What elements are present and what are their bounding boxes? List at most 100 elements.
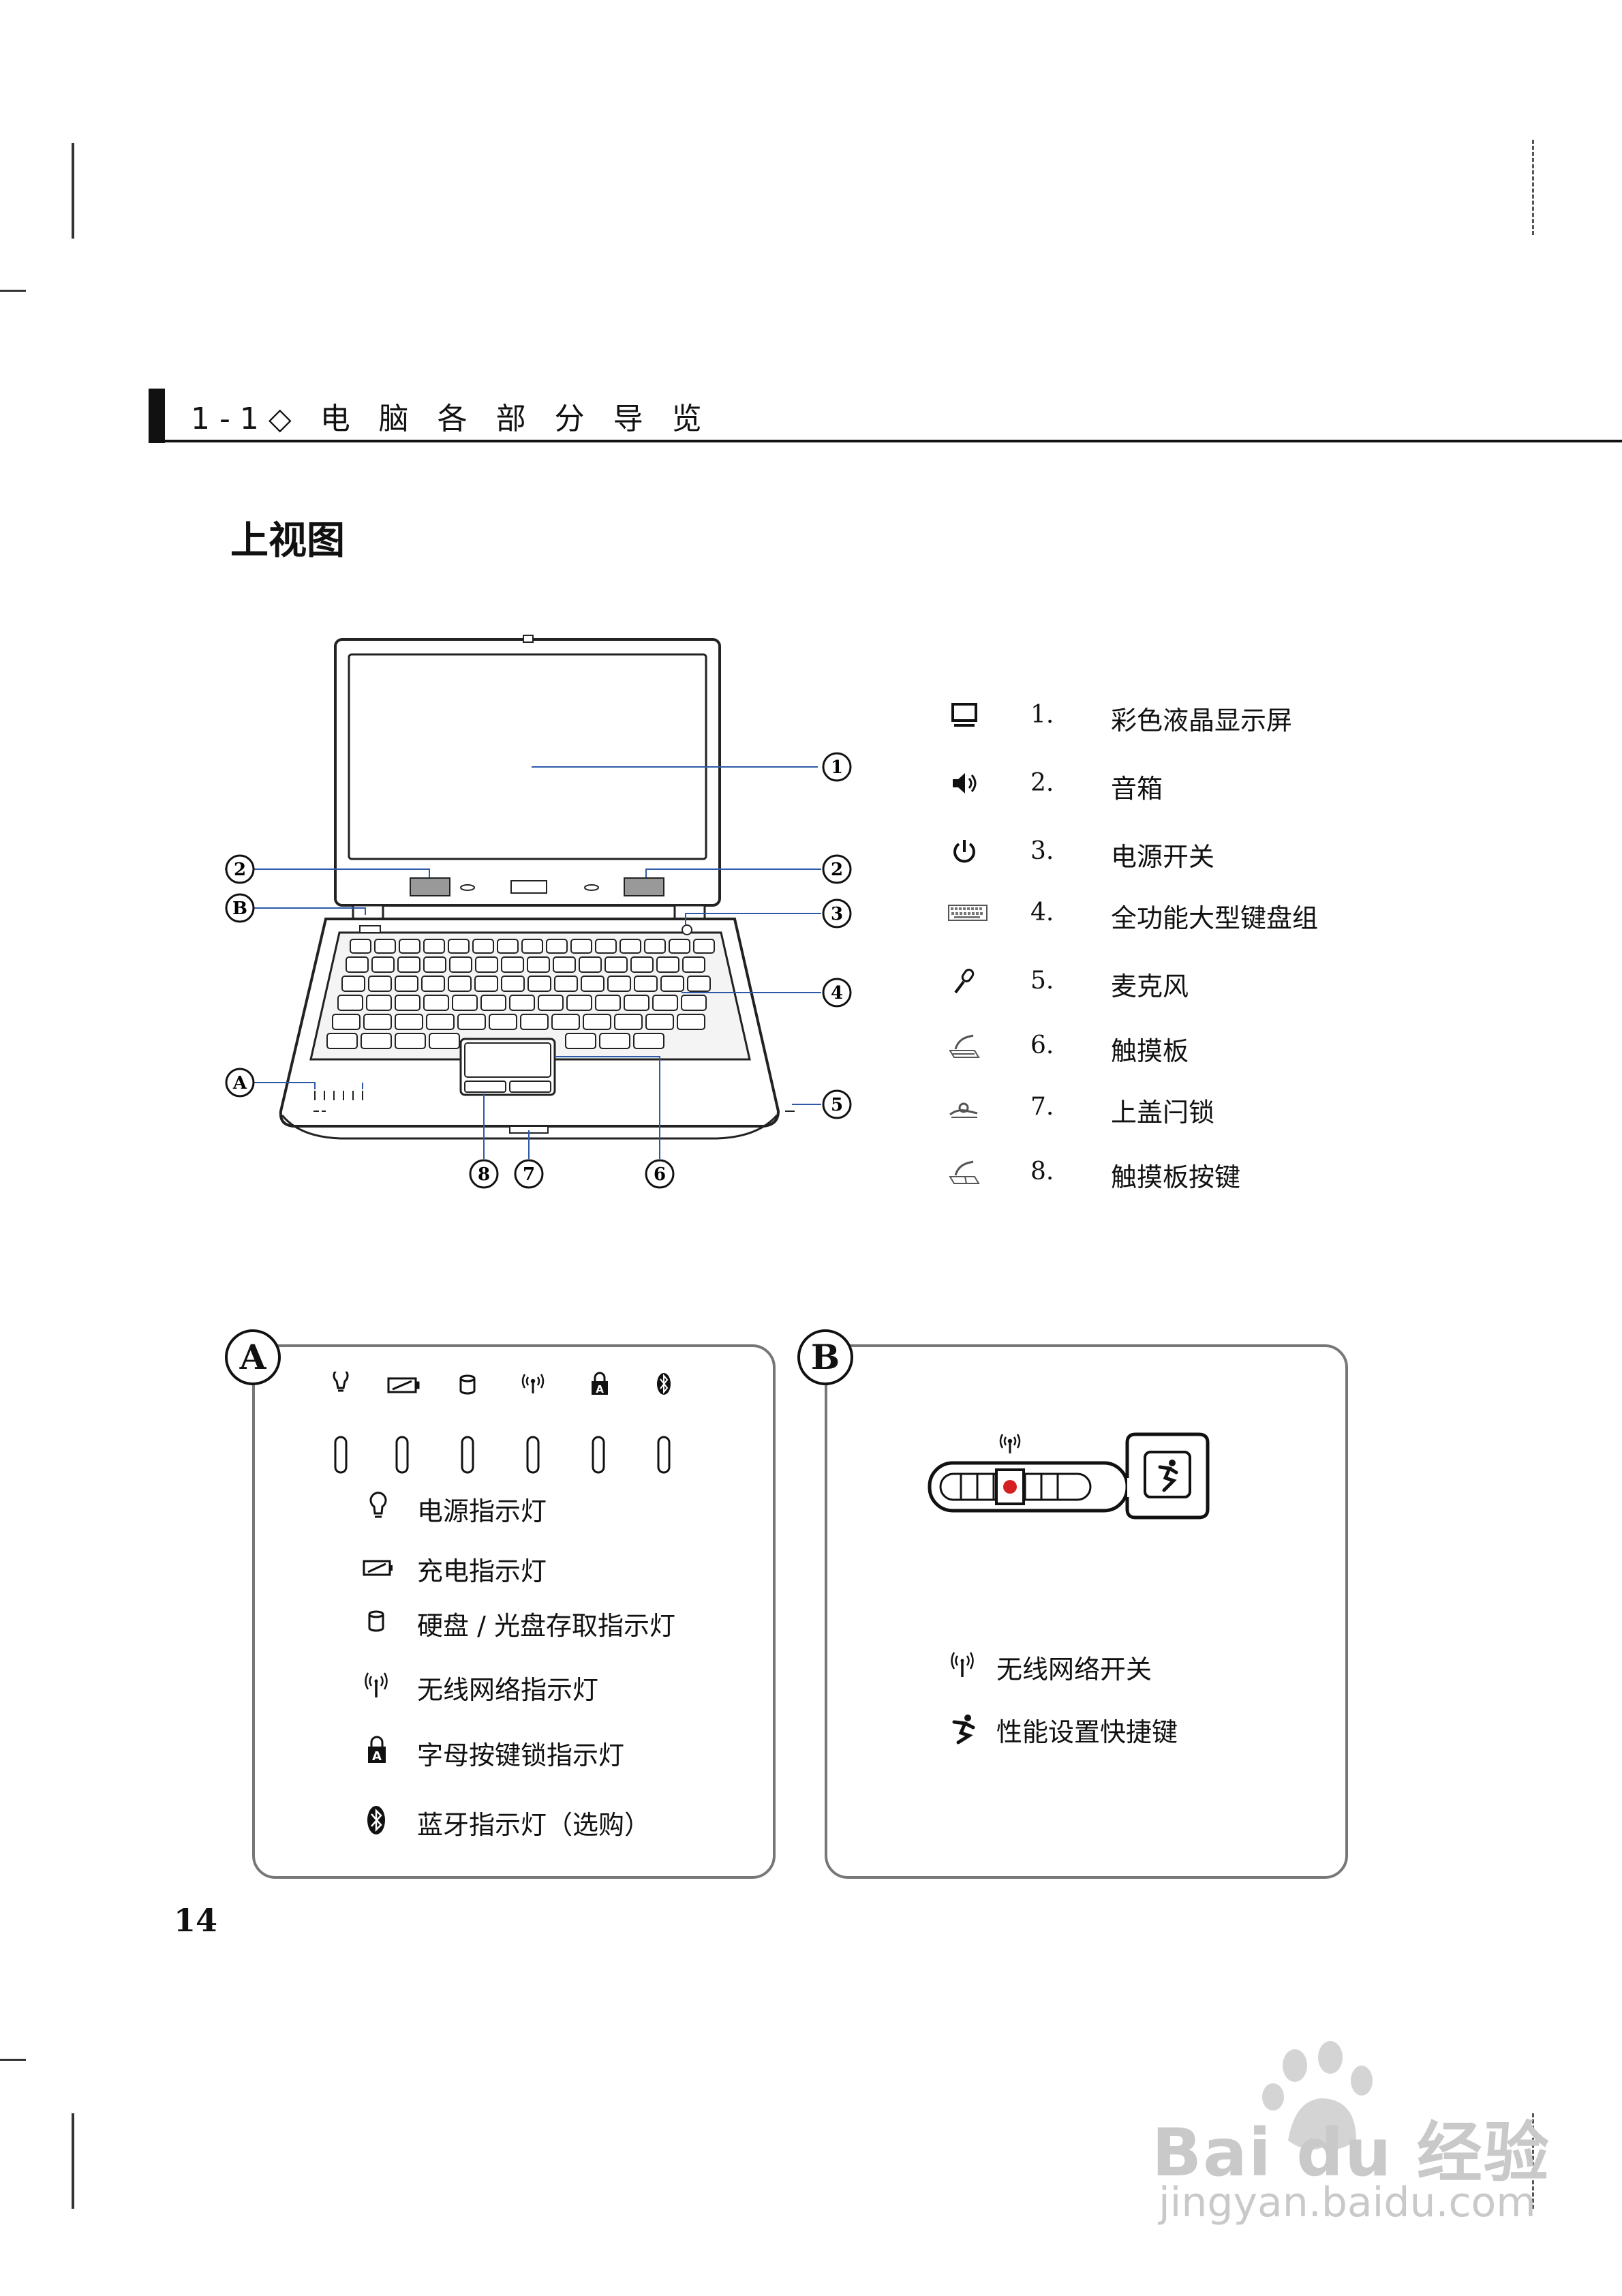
svg-text:5: 5: [831, 1095, 843, 1115]
wireless-icon: [951, 1652, 974, 1677]
keyboard-key: [497, 939, 519, 954]
legend-item: 1. 彩色液晶显示屏: [947, 695, 1493, 736]
capslock-icon: A: [592, 1372, 608, 1395]
wireless-icon: [521, 1374, 545, 1393]
crop-mark: [72, 2113, 74, 2209]
legend-number: 7.: [1030, 1093, 1054, 1121]
keyboard-key: [399, 939, 420, 954]
callout-a: A: [225, 1068, 255, 1098]
panel-b-badge: B: [797, 1329, 853, 1385]
keyboard-key: [350, 939, 371, 954]
keyboard-key: [546, 939, 568, 954]
legend-number: 8.: [1030, 1158, 1054, 1185]
keyboard-key: [501, 956, 524, 973]
keyboard-icon: [948, 905, 988, 921]
keyboard-key: [595, 995, 621, 1011]
keyboard-key: [426, 1014, 455, 1030]
keyboard-key: [614, 1014, 643, 1030]
indicator-row: 无线网络指示灯: [361, 1669, 838, 1705]
keyboard-key: [527, 956, 550, 973]
indicator-label: 蓝牙指示灯（选购）: [417, 1810, 651, 1840]
keyboard-key: [395, 976, 418, 992]
callout-8: 8: [469, 1159, 499, 1189]
crop-mark: [1532, 2113, 1534, 2209]
legend-label: 触摸板: [1111, 1036, 1189, 1066]
legend-number: 4.: [1030, 898, 1054, 926]
keyboard-key: [538, 995, 564, 1011]
section-title: 1-1◇ 电 脑 各 部 分 导 览: [191, 402, 711, 436]
keyboard-key: [449, 956, 472, 973]
laptop-illustration: 1 2 2 B 3 4 A 5 8 7 6: [225, 635, 852, 1189]
callout-7: 7: [514, 1159, 544, 1189]
keyboard-key: [429, 1033, 460, 1049]
keyboard-key: [565, 1033, 596, 1049]
keyboard-key: [326, 1033, 358, 1049]
battery-charge-icon: [387, 1377, 420, 1393]
page-number: 14: [174, 1902, 218, 1939]
indicator-label: 无线网络指示灯: [417, 1675, 599, 1705]
keyboard-key: [645, 1014, 674, 1030]
keyboard-key: [599, 1033, 630, 1049]
keyboard-key: [509, 995, 535, 1011]
svg-text:1: 1: [831, 757, 843, 778]
indicator-row: 蓝牙指示灯（选购）: [361, 1804, 838, 1840]
microphone-icon: [954, 969, 975, 994]
callout-5: 5: [822, 1089, 852, 1119]
indicator-label: 字母按键锁指示灯: [417, 1740, 625, 1770]
touchpad-buttons-icon: [949, 1160, 980, 1184]
disk-icon: [368, 1610, 384, 1632]
power-icon: [953, 840, 975, 863]
keyboard-key: [374, 939, 396, 954]
keyboard-key: [475, 956, 498, 973]
speaker-icon: [953, 773, 977, 794]
legend-number: 1.: [1030, 701, 1054, 729]
legend-number: 6.: [1030, 1031, 1054, 1059]
wireless-switch-diagram: [928, 1432, 1210, 1520]
power-light-icon: [369, 1492, 387, 1518]
switch-label: 无线网络开关: [996, 1655, 1152, 1685]
indicator-row: 电源指示灯: [361, 1490, 838, 1526]
legend-number: 2.: [1030, 769, 1054, 797]
battery-charge-icon: [363, 1560, 393, 1576]
bluetooth-icon: [367, 1806, 385, 1834]
keyboard-key: [395, 995, 420, 1011]
callout-1: 1: [822, 752, 852, 782]
keyboard-key: [423, 956, 446, 973]
panel-b-switches: 无线网络开关 性能设置快捷键: [825, 1344, 1348, 1879]
paw-logo: [1262, 2041, 1373, 2150]
crop-mark: [72, 143, 74, 239]
indicator-row: 充电指示灯: [361, 1550, 838, 1586]
section-rule: [165, 440, 1622, 442]
keyboard-key: [579, 956, 602, 973]
callout-2-right: 2: [822, 854, 852, 884]
keyboard-key: [566, 995, 592, 1011]
svg-text:A: A: [596, 1383, 604, 1395]
page-heading: 上视图: [230, 519, 345, 563]
svg-text:8: 8: [478, 1164, 490, 1185]
svg-text:A: A: [232, 1073, 247, 1093]
keyboard-key: [423, 995, 449, 1011]
keyboard-key: [624, 995, 649, 1011]
keyboard-key: [521, 939, 543, 954]
keyboard-key: [361, 1033, 392, 1049]
legend-item: 2. 音箱: [947, 764, 1493, 804]
power-light-icon: [333, 1372, 349, 1392]
wireless-icon: [999, 1434, 1021, 1453]
keyboard-key: [366, 995, 392, 1011]
bluetooth-icon: [657, 1373, 671, 1395]
capslock-icon: A: [368, 1736, 386, 1764]
keyboard-key: [634, 976, 658, 992]
keyboard-key: [619, 939, 641, 954]
crop-mark: [1532, 140, 1534, 235]
keyboard-key: [371, 956, 395, 973]
keyboard-key: [554, 976, 578, 992]
crop-mark: [0, 290, 26, 292]
keyboard-key: [363, 1014, 392, 1030]
keyboard-key: [605, 956, 628, 973]
indicator-label: 充电指示灯: [417, 1556, 547, 1586]
keyboard-key: [448, 976, 472, 992]
keyboard-key: [583, 1014, 611, 1030]
indicator-label: 电源指示灯: [417, 1496, 547, 1526]
panel-a-indicators: A 电源指示灯 充电指示灯 硬盘 / 光盘存取指示灯 无线网络指示灯 A 字母按…: [252, 1344, 776, 1879]
callout-b: B: [225, 893, 255, 923]
